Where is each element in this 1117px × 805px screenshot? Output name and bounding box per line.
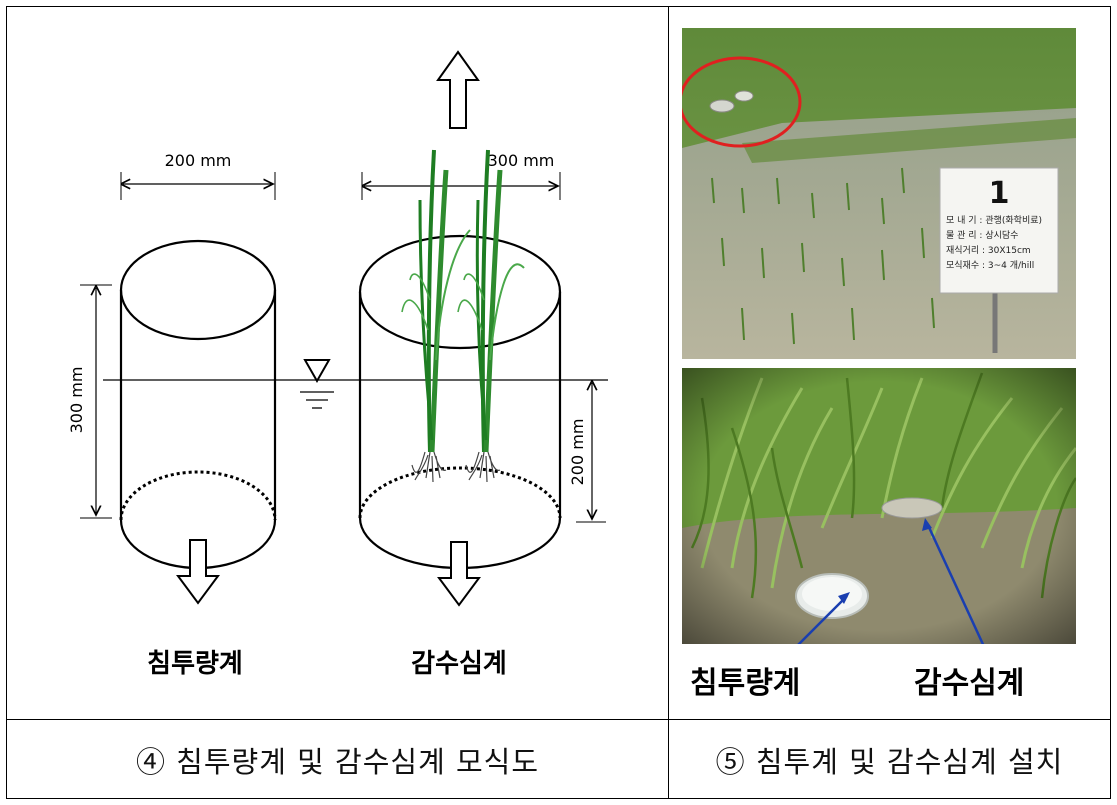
table-row-divider <box>6 719 1111 720</box>
percolation-meter-cylinder <box>119 239 277 570</box>
dim-width-right: 300 mm <box>488 151 555 170</box>
evapotranspiration-up-arrow <box>436 50 480 129</box>
pointer-percolation <box>797 595 848 644</box>
pointer-evapotranspiration <box>925 522 985 644</box>
photo-label-row: 침투량계 감수심계 <box>682 652 1076 702</box>
rice-plant-right-icon <box>457 149 525 483</box>
photo-label-evapotranspiration: 감수심계 <box>914 666 1025 701</box>
percolation-down-arrow <box>176 539 220 605</box>
rice-plant-left-icon <box>401 149 471 483</box>
figure-table-border <box>6 6 1111 799</box>
sign-line-4: 모식재수 : 3~4 개/hill <box>946 260 1034 271</box>
field-sign <box>939 167 1059 294</box>
dim-width-left: 200 mm <box>165 151 232 170</box>
installation-photo <box>682 368 1076 644</box>
highlight-circle <box>682 56 802 148</box>
lysimeter-schematic-diagram: 200 mm 300 mm 300 mm 200 mm <box>67 50 608 679</box>
percolation-down-arrow-right <box>437 541 481 607</box>
sign-line-1: 모 내 기 : 관행(화학비료) <box>946 214 1042 226</box>
table-column-divider <box>668 6 669 799</box>
dim-height-right: 200 mm <box>568 419 587 486</box>
caption-schematic: ④ 침투량계 및 감수심계 모식도 <box>135 744 540 779</box>
sign-number: 1 <box>989 176 1010 211</box>
evapotranspiration-meter-cylinder <box>358 234 562 570</box>
paddy-field-photo: 1 모 내 기 : 관행(화학비료) 물 관 리 : 상시담수 재식거리 : 3… <box>682 28 1076 359</box>
label-percolation-meter: 침투량계 <box>147 649 243 679</box>
photo-label-percolation: 침투량계 <box>690 666 801 701</box>
label-evapotranspiration-meter: 감수심계 <box>411 649 507 679</box>
sign-line-2: 물 관 리 : 상시담수 <box>946 229 1018 241</box>
dim-height-left: 300 mm <box>67 367 86 434</box>
caption-installation: ⑤ 침투계 및 감수심계 설치 <box>715 744 1064 779</box>
sign-line-3: 재식거리 : 30X15cm <box>946 245 1031 256</box>
water-level-icon <box>300 359 334 409</box>
